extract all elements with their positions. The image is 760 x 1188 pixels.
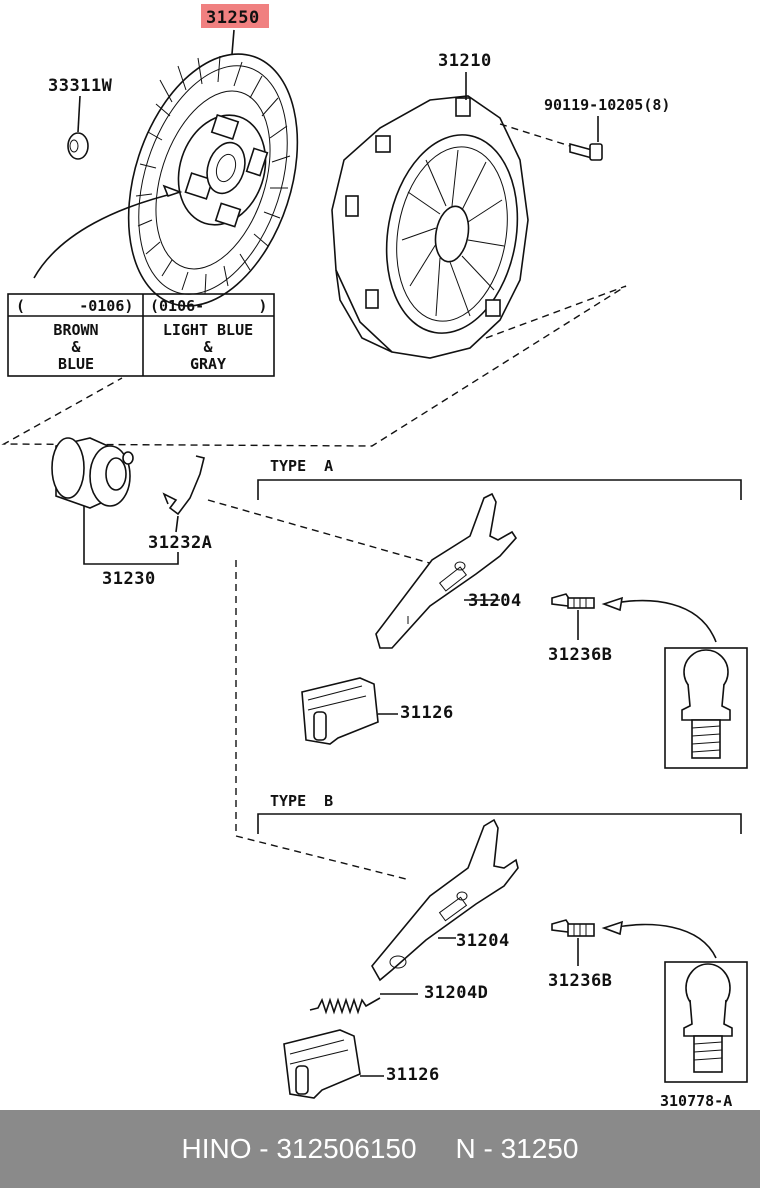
disc-pointer-arrow <box>33 191 181 279</box>
fork-b-part-label[interactable]: 31204 <box>456 931 510 951</box>
pivot-stud-b[interactable] <box>551 919 595 937</box>
release-fork-a[interactable] <box>375 492 518 649</box>
table-col2-line1: LIGHT BLUE <box>163 321 253 339</box>
table-col1-line3: BLUE <box>58 355 94 373</box>
spring-clip[interactable] <box>162 455 205 516</box>
footer-brand: HINO <box>181 1133 252 1164</box>
table-col1-header: ( -0106) <box>16 297 133 315</box>
pivot-detail-b <box>664 961 748 1083</box>
table-col1-line2: & <box>71 338 81 356</box>
boot-b[interactable] <box>283 1029 361 1099</box>
footer-n-value: 31250 <box>500 1133 579 1164</box>
clutch-cover[interactable] <box>331 95 532 359</box>
pivot-b-part-label[interactable]: 31236B <box>548 971 612 991</box>
release-fork-b[interactable] <box>371 818 519 982</box>
parts-diagram: 31250 33311W ( -0106) (0106- ) BROWN & B… <box>1 4 748 1110</box>
washer-part-label[interactable]: 33311W <box>48 76 113 96</box>
clutch-disc[interactable] <box>99 32 328 327</box>
pivot-a-part-label[interactable]: 31236B <box>548 645 612 665</box>
diagram-id: 310778-A <box>660 1092 732 1110</box>
part-info-footer: HINO - 312506150 N - 31250 <box>0 1110 760 1188</box>
type-b-label: TYPE B <box>270 792 333 810</box>
table-col2-line2: & <box>203 338 213 356</box>
return-spring-b[interactable] <box>309 997 381 1015</box>
release-bearing[interactable] <box>51 437 134 509</box>
clip-part-label[interactable]: 31232A <box>148 533 212 553</box>
washer-33311w[interactable] <box>67 132 89 160</box>
fork-a-part-label[interactable]: 31204 <box>468 591 522 611</box>
footer-separator-2: - <box>475 1133 501 1164</box>
footer-part-number: 312506150 <box>276 1133 417 1164</box>
bolt[interactable] <box>569 142 603 161</box>
table-col1-line1: BROWN <box>53 321 98 339</box>
boot-b-part-label[interactable]: 31126 <box>386 1065 440 1085</box>
pivot-detail-a <box>664 647 748 769</box>
spring-b-part-label[interactable]: 31204D <box>424 983 488 1003</box>
boot-a-part-label[interactable]: 31126 <box>400 703 454 723</box>
table-col2-header: (0106- ) <box>150 297 267 315</box>
color-table <box>7 293 275 377</box>
type-a-bracket <box>257 479 742 500</box>
table-col2-line3: GRAY <box>190 355 226 373</box>
type-b-bracket <box>257 813 742 834</box>
disc-part-label[interactable]: 31250 <box>206 8 260 28</box>
boot-a[interactable] <box>301 677 379 745</box>
footer-separator: - <box>251 1133 277 1164</box>
bearing-part-label[interactable]: 31230 <box>102 569 156 589</box>
disc-label-highlight <box>201 4 269 28</box>
cover-part-label[interactable]: 31210 <box>438 51 492 71</box>
disc-leader <box>231 29 235 55</box>
bolt-part-label[interactable]: 90119-10205(8) <box>544 96 670 114</box>
footer-gap <box>417 1133 456 1165</box>
footer-n-label: N <box>455 1133 476 1164</box>
type-a-label: TYPE A <box>270 457 333 475</box>
pivot-stud-a[interactable] <box>551 593 595 609</box>
